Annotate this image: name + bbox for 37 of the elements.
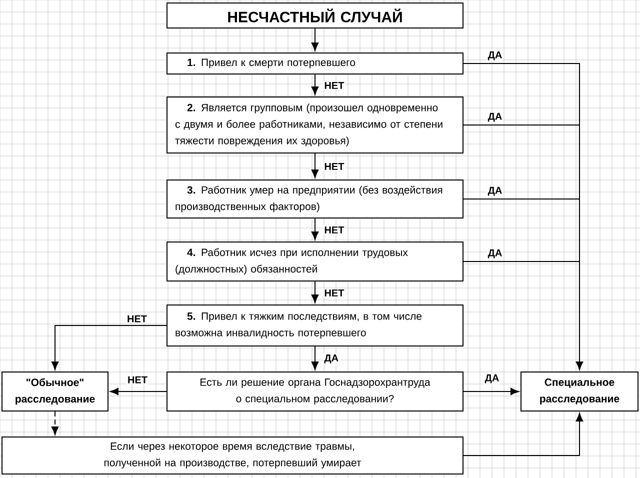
arrow	[311, 28, 319, 52]
arrow	[51, 411, 59, 436]
title-box: НЕСЧАСТНЫЙ СЛУЧАЙ	[166, 2, 464, 28]
question-box: 5. Привел к тяжким последствиям, в том числе возможна инвалидность потерпевшего	[166, 304, 464, 346]
edge-label: ДА	[486, 112, 504, 123]
arrow	[463, 63, 584, 370]
question-box: 3. Работник умер на предприятии (без воздействия производственных факторов)	[166, 180, 464, 218]
edge-label: ДА	[323, 354, 340, 364]
arrow	[311, 218, 319, 240]
edge-label: НЕТ	[323, 288, 346, 298]
arrow	[51, 325, 167, 370]
connector-line	[463, 198, 580, 200]
edge-label: НЕТ	[323, 81, 346, 90]
edge-label: ДА	[484, 373, 500, 384]
edge-label: НЕТ	[126, 375, 148, 384]
connector-line	[463, 261, 580, 262]
result-box: "Обычное" расследование	[2, 372, 108, 412]
question-box: Есть ли решение органа Госнадзорохрантруда о специальном расследовании?	[166, 372, 464, 412]
arrow	[110, 388, 167, 396]
connector-line	[463, 124, 580, 126]
question-box: 4. Работник исчез при исполнении трудовых (должностных) обязанностей	[166, 242, 464, 282]
edge-label: НЕТ	[126, 314, 148, 324]
result-box: Специальное расследование	[520, 372, 638, 412]
edge-label: ДА	[486, 186, 504, 197]
question-box: 2. Является групповым (произошел одновременно с двумя и более работниками, независимо от степени тяжести повреждения их здоровья)	[166, 96, 464, 154]
edge-label: ДА	[486, 50, 504, 62]
question-box: 1. Привел к смерти потерпевшего	[166, 52, 464, 74]
condition-box: Если через некоторое время вследствие травмы, полученной на производстве, потерпевший умирает	[2, 436, 464, 474]
edge-label: ДА	[486, 248, 504, 260]
arrow	[463, 388, 520, 396]
arrow	[311, 346, 319, 370]
arrow	[311, 74, 319, 96]
arrow	[311, 153, 319, 178]
edge-label: НЕТ	[323, 226, 346, 234]
arrow	[463, 412, 584, 456]
arrow	[311, 281, 319, 304]
edge-label: НЕТ	[323, 162, 346, 171]
